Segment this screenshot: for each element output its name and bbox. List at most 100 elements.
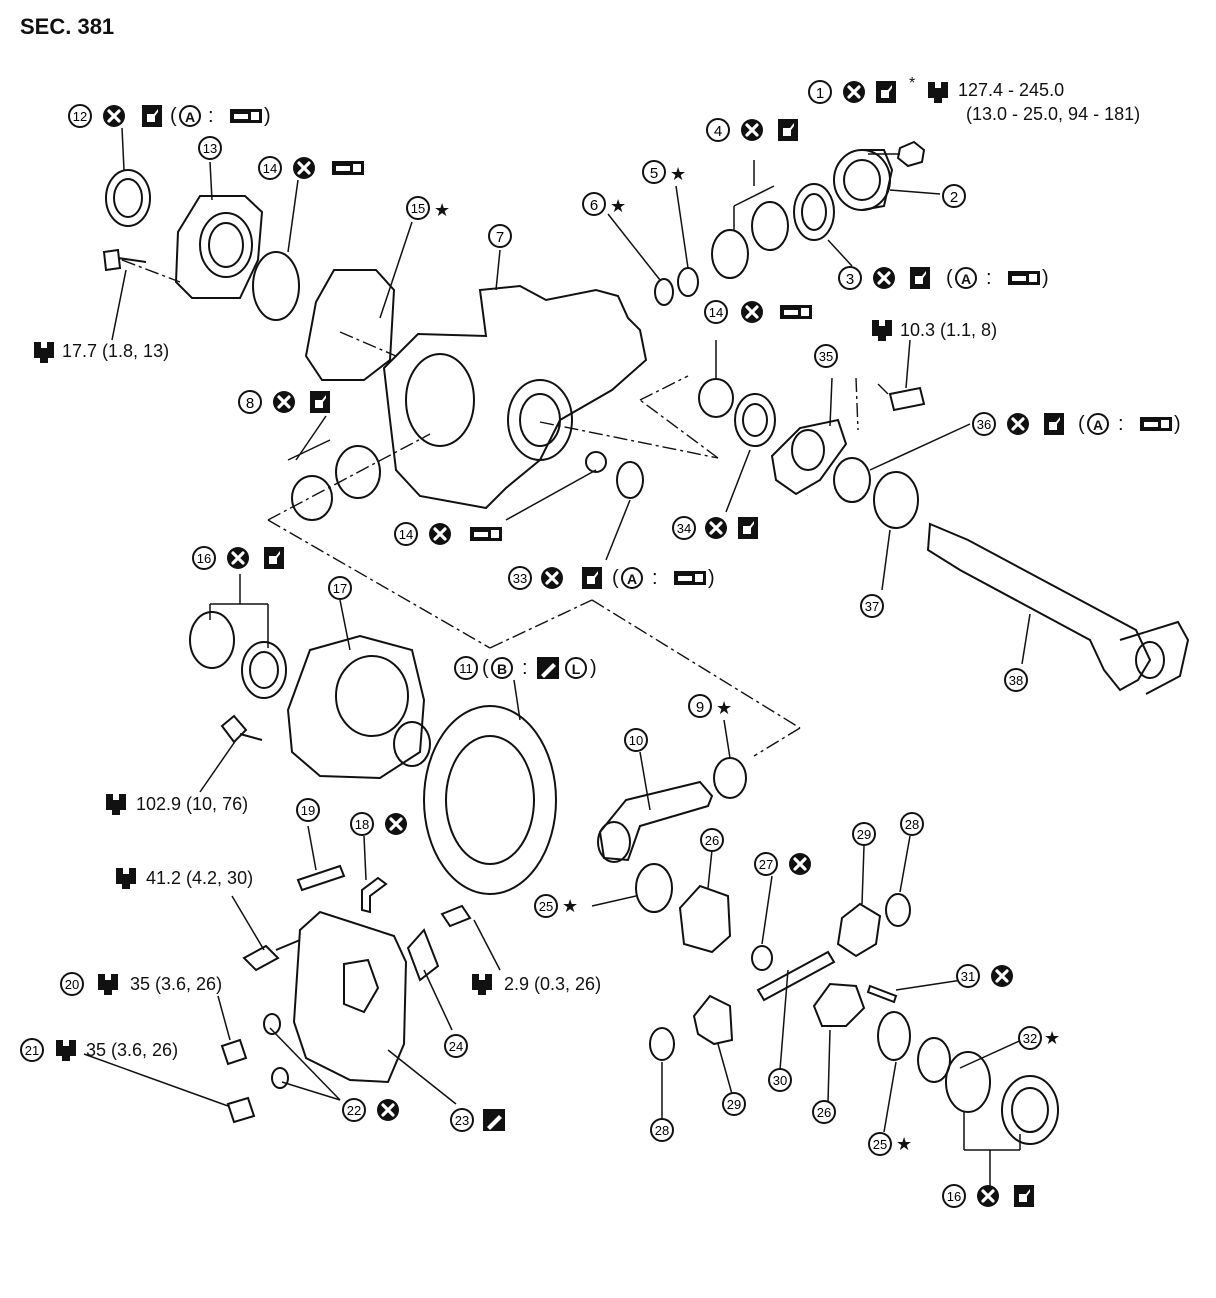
callout-29a-number: 29 bbox=[857, 827, 871, 842]
x-circle-icon bbox=[989, 963, 1015, 989]
x-circle-icon bbox=[739, 299, 765, 325]
x-circle-icon bbox=[703, 515, 729, 541]
callout-9: 9 bbox=[688, 694, 712, 718]
x-circle-icon bbox=[739, 117, 765, 143]
callout-26a-number: 26 bbox=[705, 833, 719, 848]
callout-19: 19 bbox=[296, 798, 320, 822]
callout-18-number: 18 bbox=[355, 817, 369, 832]
callout-18: 18 bbox=[350, 812, 374, 836]
oil-can-icon bbox=[738, 517, 758, 539]
svg-text:): ) bbox=[1042, 267, 1049, 289]
callout-21: 21 bbox=[20, 1038, 44, 1062]
callout-28b: 28 bbox=[650, 1118, 674, 1142]
svg-text:): ) bbox=[590, 657, 597, 679]
callout-9-number: 9 bbox=[696, 699, 704, 716]
callout-5-number: 5 bbox=[650, 165, 658, 182]
callout-5: 5 bbox=[642, 160, 666, 184]
callout-32-number: 32 bbox=[1023, 1031, 1037, 1046]
star-mark: ★ bbox=[1044, 1028, 1060, 1048]
callout-2: 2 bbox=[942, 184, 966, 208]
x-circle-icon bbox=[1005, 411, 1031, 437]
oil-can-icon bbox=[582, 567, 602, 589]
torque-wrench-icon bbox=[472, 974, 492, 995]
callout-26a: 26 bbox=[700, 828, 724, 852]
callout-34-number: 34 bbox=[677, 521, 691, 536]
callout-17: 17 bbox=[328, 576, 352, 600]
callout-28a-number: 28 bbox=[905, 817, 919, 832]
callout-31-number: 31 bbox=[961, 969, 975, 984]
x-circle-icon bbox=[291, 155, 317, 181]
torque-spec-19: 41.2 (4.2, 30) bbox=[146, 868, 254, 888]
torque-wrench-icon bbox=[928, 82, 948, 103]
x-circle-icon bbox=[101, 103, 127, 129]
x-circle-icon bbox=[975, 1183, 1001, 1209]
sealant-icon bbox=[483, 1109, 505, 1131]
svg-text:(: ( bbox=[1078, 413, 1085, 435]
torque-wrench-icon bbox=[34, 342, 54, 363]
callout-11: 11 bbox=[454, 656, 478, 680]
callout-28a: 28 bbox=[900, 812, 924, 836]
callout-12-number: 12 bbox=[73, 109, 87, 124]
torque-wrench-icon bbox=[872, 320, 892, 341]
callout-10-number: 10 bbox=[629, 733, 643, 748]
x-circle-icon bbox=[841, 79, 867, 105]
callout-30: 30 bbox=[768, 1068, 792, 1092]
callout-14c-number: 14 bbox=[399, 527, 413, 542]
callout-38-number: 38 bbox=[1009, 673, 1023, 688]
oil-can-icon bbox=[778, 119, 798, 141]
oil-can-icon bbox=[1014, 1185, 1034, 1207]
callout-14b-number: 14 bbox=[709, 305, 723, 320]
callout-22-number: 22 bbox=[347, 1103, 361, 1118]
svg-text:): ) bbox=[708, 567, 715, 589]
callout-16b: 16 bbox=[942, 1184, 966, 1208]
torque-spec-35: 10.3 (1.1, 8) bbox=[900, 320, 998, 340]
callout-26b-number: 26 bbox=[817, 1105, 831, 1120]
callout-13: 13 bbox=[198, 136, 222, 160]
callout-25b-number: 25 bbox=[873, 1137, 887, 1152]
svg-text:(: ( bbox=[170, 105, 177, 127]
callout-1: 1 bbox=[808, 80, 832, 104]
callout-29b: 29 bbox=[722, 1092, 746, 1116]
callout-4: 4 bbox=[706, 118, 730, 142]
svg-text:(: ( bbox=[482, 657, 489, 679]
callout-31: 31 bbox=[956, 964, 980, 988]
callout-20-number: 20 bbox=[65, 977, 79, 992]
callout-7: 7 bbox=[488, 224, 512, 248]
svg-text:): ) bbox=[1174, 413, 1181, 435]
oil-can-icon bbox=[310, 391, 330, 413]
callout-20: 20 bbox=[60, 972, 84, 996]
x-circle-icon bbox=[225, 545, 251, 571]
callout-14c: 14 bbox=[394, 522, 418, 546]
callout-17-number: 17 bbox=[333, 581, 347, 596]
torque-spec-13: 17.7 (1.8, 13) bbox=[62, 341, 170, 361]
svg-text:(: ( bbox=[946, 267, 953, 289]
circle-a-mark: A bbox=[185, 109, 195, 125]
multi-purpose-grease-icon bbox=[332, 161, 364, 175]
symbol-icons bbox=[34, 79, 1172, 1209]
callout-14a: 14 bbox=[258, 156, 282, 180]
leader-lines bbox=[83, 127, 1031, 1186]
callout-4-number: 4 bbox=[714, 123, 722, 140]
callout-23: 23 bbox=[450, 1108, 474, 1132]
torque-spec-1-line2: (13.0 - 25.0, 94 - 181) bbox=[966, 104, 1141, 124]
star-mark: ★ bbox=[716, 698, 732, 718]
asterisk-mark: * bbox=[909, 75, 915, 92]
oil-can-icon bbox=[142, 105, 162, 127]
callout-16a-number: 16 bbox=[197, 551, 211, 566]
callout-6: 6 bbox=[582, 192, 606, 216]
callout-3-number: 3 bbox=[846, 271, 854, 288]
multi-purpose-grease-icon bbox=[470, 527, 502, 541]
callout-33: 33 bbox=[508, 566, 532, 590]
callout-25a: 25 bbox=[534, 894, 558, 918]
callout-37: 37 bbox=[860, 594, 884, 618]
sealant-icon bbox=[537, 657, 559, 679]
torque-spec-1-line1: 127.4 - 245.0 bbox=[958, 80, 1065, 100]
torque-wrench-icon bbox=[56, 1040, 76, 1061]
callout-22: 22 bbox=[342, 1098, 366, 1122]
circle-b-mark: B bbox=[497, 661, 507, 677]
oil-can-icon bbox=[910, 267, 930, 289]
x-circle-icon bbox=[539, 565, 565, 591]
torque-wrench-icon bbox=[106, 794, 126, 815]
x-circle-icon bbox=[427, 521, 453, 547]
